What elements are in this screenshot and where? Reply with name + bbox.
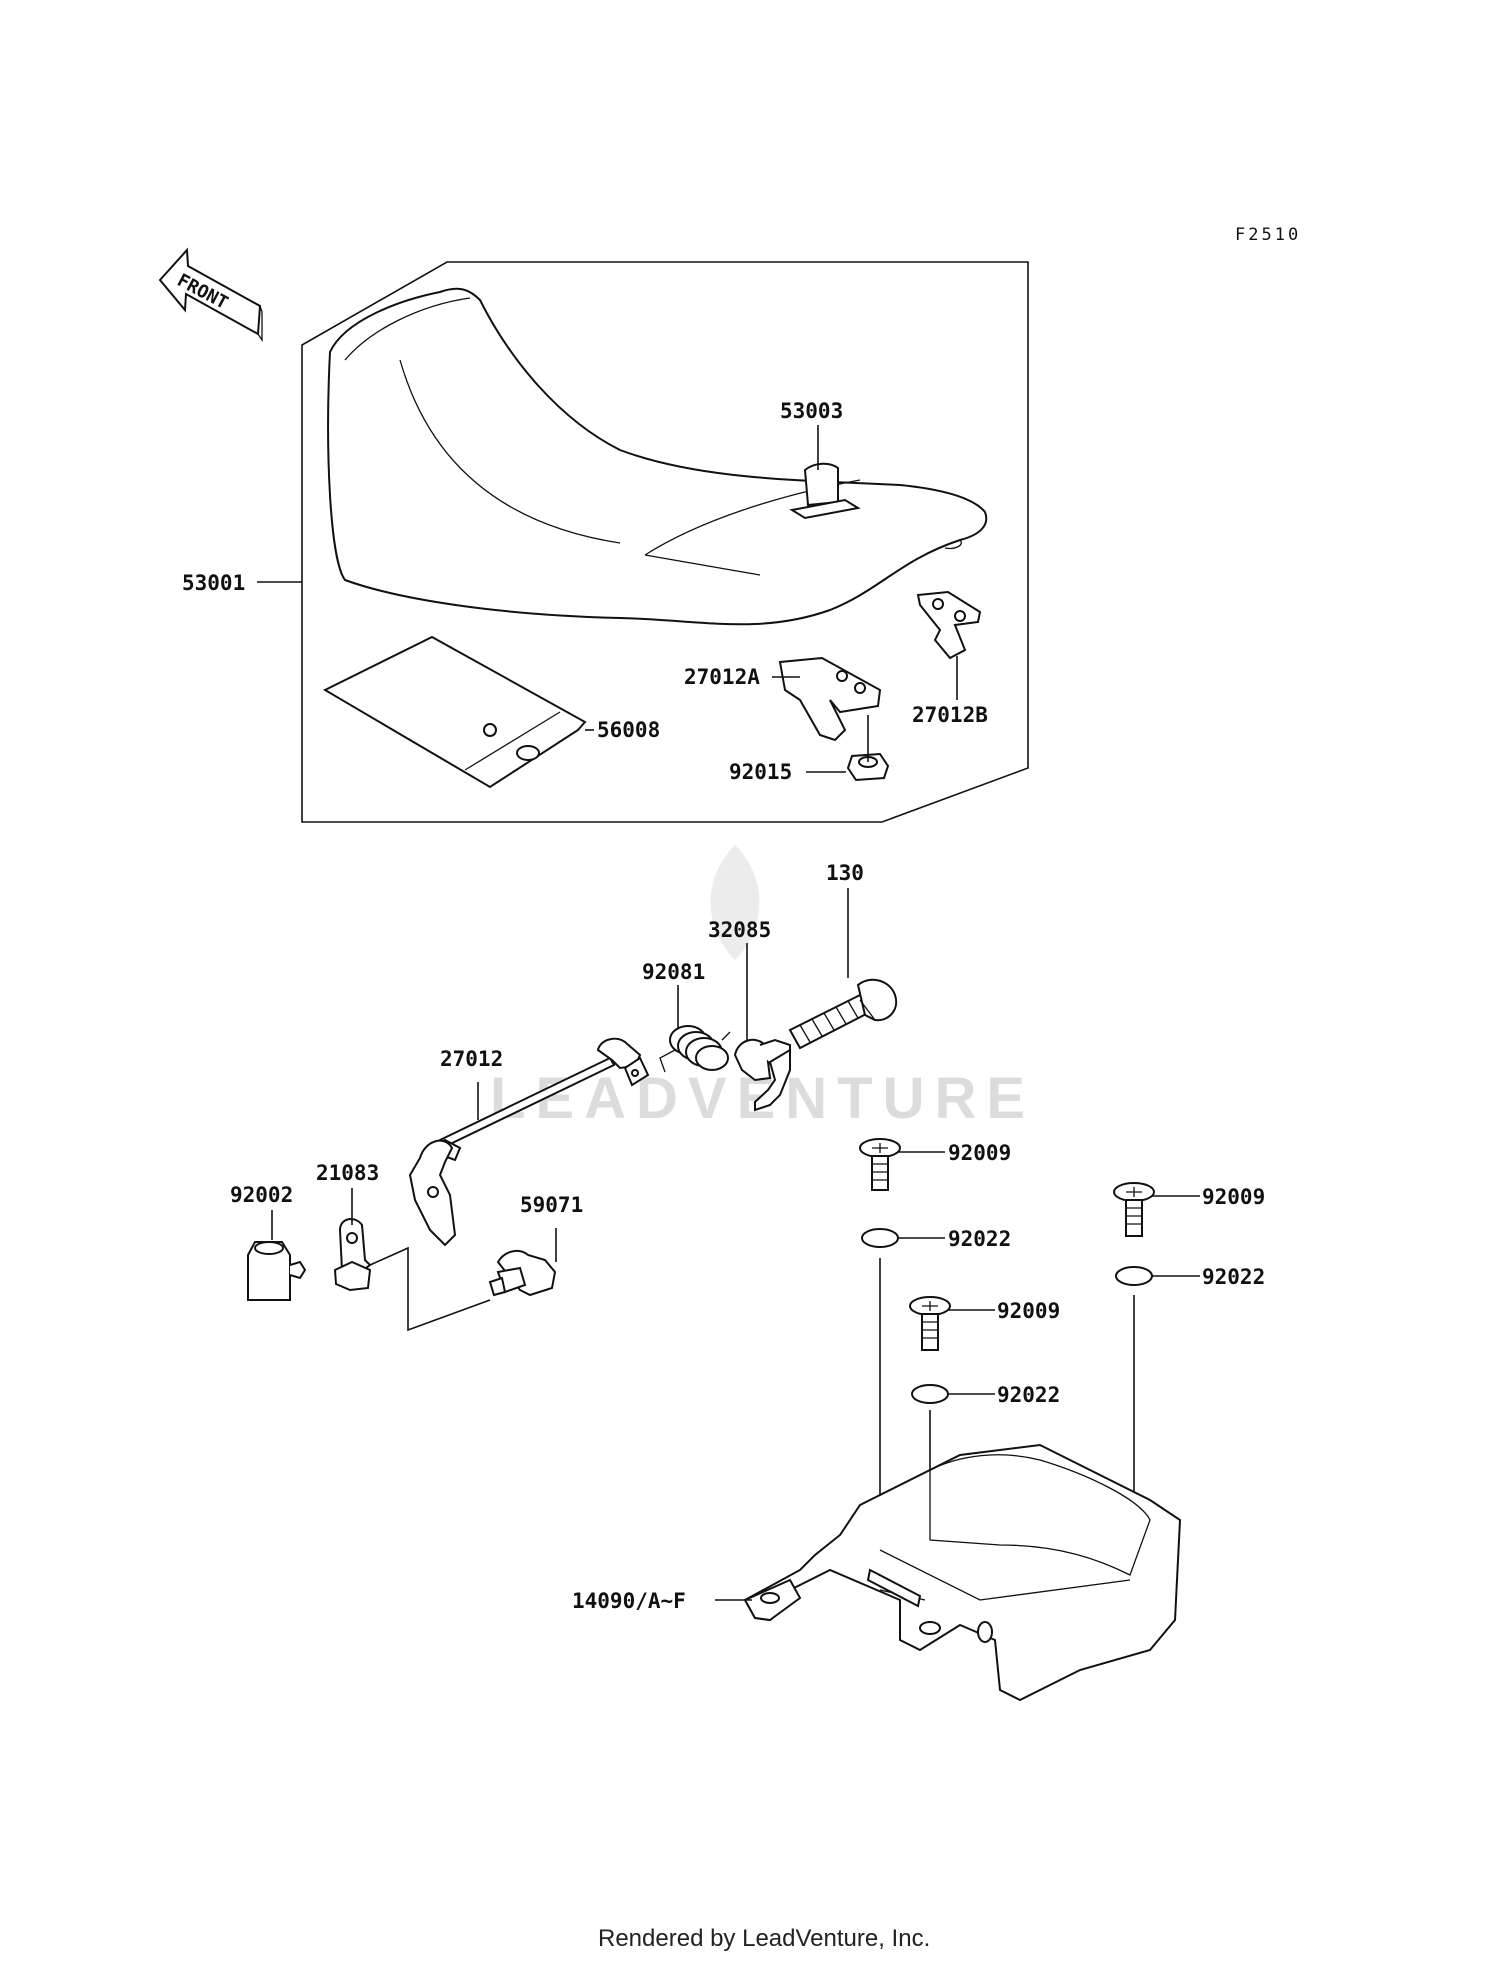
seat-part xyxy=(327,287,988,626)
washer-92022-b xyxy=(1115,1266,1153,1286)
label-130: 130 xyxy=(826,861,864,885)
cover-14090-part xyxy=(743,1443,1182,1702)
screw-92009-b xyxy=(1113,1182,1155,1237)
label-92009-c: 92009 xyxy=(997,1299,1060,1323)
bracket-b-part xyxy=(916,590,982,660)
label-53001: 53001 xyxy=(182,571,245,595)
label-53003: 53003 xyxy=(780,399,843,423)
washer-92022-a xyxy=(861,1228,899,1248)
label-92015: 92015 xyxy=(729,760,792,784)
holder-59071-part xyxy=(488,1249,557,1297)
label-27012: 27012 xyxy=(440,1047,503,1071)
label-14090: 14090/A~F xyxy=(572,1589,686,1613)
bolt-92002-part xyxy=(247,1241,307,1301)
bolt-130-part xyxy=(788,978,898,1050)
seat-assembly-box xyxy=(301,261,1029,823)
label-92022-a: 92022 xyxy=(948,1227,1011,1251)
label-59071: 59071 xyxy=(520,1193,583,1217)
label-92022-c: 92022 xyxy=(997,1383,1060,1407)
label-92009-a: 92009 xyxy=(948,1141,1011,1165)
label-92081: 92081 xyxy=(642,960,705,984)
washer-92022-c xyxy=(911,1384,949,1404)
label-32085: 32085 xyxy=(708,918,771,942)
front-arrow-icon: FRONT xyxy=(158,247,263,343)
pad-part xyxy=(322,635,587,789)
label-92022-b: 92022 xyxy=(1202,1265,1265,1289)
footer-credit: Rendered by LeadVenture, Inc. xyxy=(598,1925,930,1952)
label-92002: 92002 xyxy=(230,1183,293,1207)
part-labels: 53001 53003 56008 27012A 27012B 92015 13… xyxy=(182,399,1265,1613)
label-56008: 56008 xyxy=(597,718,660,742)
bracket-a-part xyxy=(778,656,882,742)
screw-92009-c xyxy=(909,1296,951,1351)
lever-arm-part xyxy=(408,1139,457,1247)
diagram-code: F2510 xyxy=(1235,225,1301,245)
lever-32085-part xyxy=(733,1038,791,1112)
label-27012B: 27012B xyxy=(912,703,988,727)
spring-92081-part xyxy=(659,1025,731,1073)
label-27012A: 27012A xyxy=(684,665,760,689)
label-92009-b: 92009 xyxy=(1202,1185,1265,1209)
link-line xyxy=(369,1246,491,1332)
label-21083: 21083 xyxy=(316,1161,379,1185)
bracket-21083-part xyxy=(333,1218,372,1292)
screw-92009-a xyxy=(859,1138,901,1191)
watermark: LEADVENTURE xyxy=(490,845,1025,1131)
leader-lines xyxy=(257,425,1200,1601)
